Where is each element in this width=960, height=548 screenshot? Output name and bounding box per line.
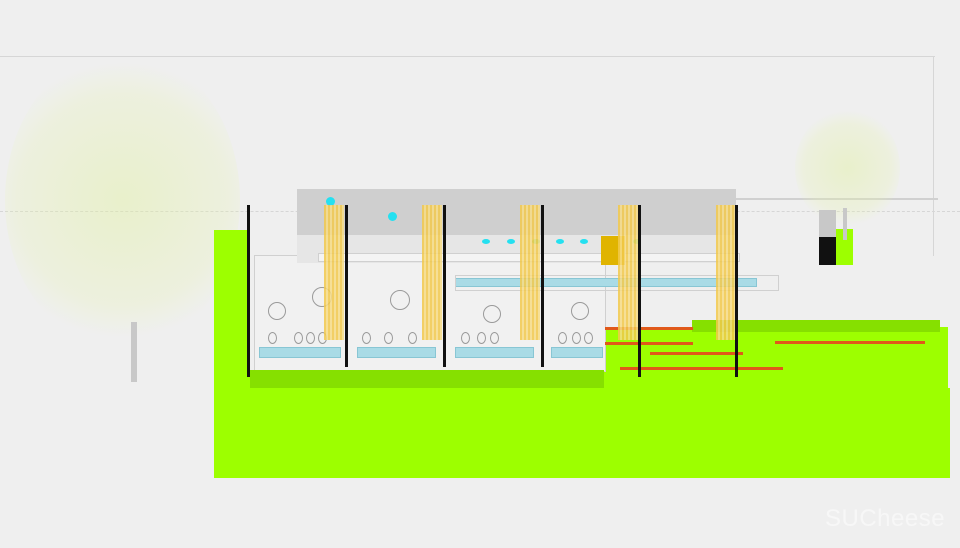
kiosk-grey-panel — [819, 210, 836, 237]
timber-slat-screen — [716, 205, 736, 340]
ceiling-light — [580, 239, 588, 244]
table — [268, 302, 286, 320]
bay-pool — [357, 347, 436, 358]
site-frame-top — [0, 56, 935, 57]
chair — [558, 332, 567, 344]
long-pool-edge — [455, 275, 779, 291]
lawn-raised-step — [692, 320, 940, 332]
red-line — [605, 342, 693, 345]
left-tree-canopy — [5, 50, 240, 350]
structural-post — [541, 205, 544, 367]
building-base-shadow — [250, 370, 604, 388]
roof-slab — [297, 189, 736, 235]
timber-slat-screen — [618, 205, 638, 340]
ceiling-light — [507, 239, 515, 244]
kiosk-planter — [836, 229, 853, 265]
red-line — [650, 352, 743, 355]
timber-slat-screen — [422, 205, 442, 340]
chair — [306, 332, 315, 344]
structural-post — [247, 205, 250, 377]
watermark: SUCheese — [825, 505, 946, 532]
chair — [461, 332, 470, 344]
table — [571, 302, 589, 320]
red-line — [620, 367, 783, 370]
red-line — [775, 341, 925, 344]
chair — [490, 332, 499, 344]
chair — [362, 332, 371, 344]
ceiling-light — [326, 197, 335, 206]
chair — [384, 332, 393, 344]
site-frame-right — [933, 56, 934, 256]
right-tree-trunk — [843, 208, 847, 240]
ceiling-light — [482, 239, 490, 244]
structural-post — [345, 205, 348, 367]
kiosk-dark-panel — [819, 237, 836, 265]
bay-pool — [455, 347, 534, 358]
ceiling-light — [556, 239, 564, 244]
lawn-main — [214, 388, 950, 478]
left-tree-trunk — [131, 322, 137, 382]
structural-post — [638, 205, 641, 377]
chair — [477, 332, 486, 344]
timber-slat-screen — [324, 205, 344, 340]
chair — [408, 332, 417, 344]
table — [483, 305, 501, 323]
lawn-right — [604, 327, 948, 392]
right-canopy-line — [736, 198, 938, 200]
structural-post — [443, 205, 446, 367]
chair — [584, 332, 593, 344]
red-line — [605, 327, 693, 330]
chair — [268, 332, 277, 344]
chair — [294, 332, 303, 344]
ceiling-light — [388, 212, 397, 221]
bay-pool — [551, 347, 603, 358]
table — [390, 290, 410, 310]
timber-slat-screen — [520, 205, 540, 340]
bay-pool — [259, 347, 341, 358]
chair — [572, 332, 581, 344]
right-tree-canopy — [795, 108, 900, 228]
structural-post — [735, 205, 738, 377]
